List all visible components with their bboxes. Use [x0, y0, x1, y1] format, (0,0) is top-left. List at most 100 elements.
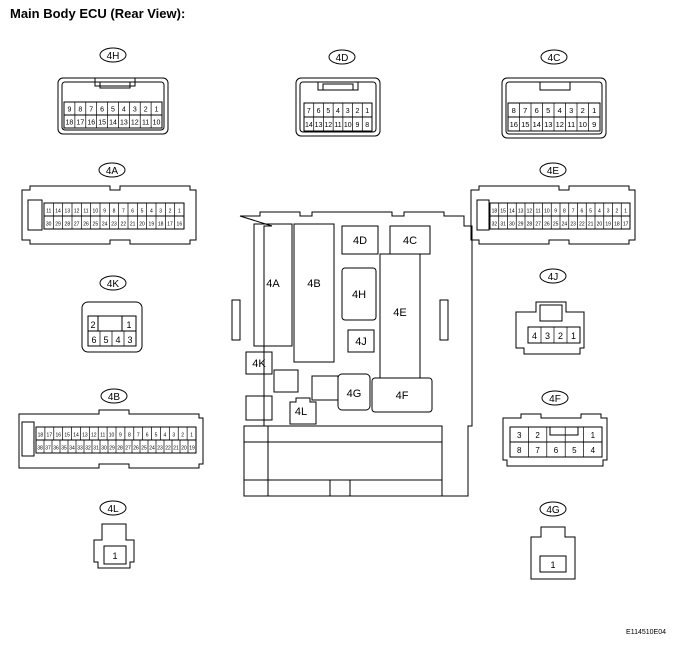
pin-4A-11: 11: [46, 208, 51, 214]
pin-4B-30: 30: [101, 445, 107, 451]
connector-housing-4D: [295, 77, 381, 137]
pin-4H-7: 7: [89, 106, 93, 113]
connector-housing-4E: [470, 185, 636, 245]
label-bubble-4D: [328, 49, 356, 65]
pin-4K-1: 1: [126, 320, 131, 330]
pin-4B-29: 29: [109, 445, 115, 451]
pin-4C-1: 1: [592, 106, 596, 115]
connector-housing-4G: [530, 526, 576, 580]
pin-4D-4: 4: [336, 108, 340, 115]
label-bubble-4B: [100, 388, 128, 404]
pin-4B-31: 31: [93, 445, 99, 451]
pin-4A-7: 7: [122, 208, 125, 214]
pin-4B-5: 5: [155, 432, 158, 438]
pin-4E-5: 5: [589, 208, 592, 214]
pin-4A-18: 18: [158, 221, 164, 227]
pin-4K-2: 2: [90, 320, 95, 330]
pin-4C-11: 11: [567, 120, 575, 129]
pin-4E-4: 4: [598, 208, 601, 214]
pin-4B-21: 21: [173, 445, 179, 451]
pin-4E-1: 1: [624, 208, 627, 214]
pin-4B-28: 28: [117, 445, 123, 451]
ecu-block-label-4G: 4G: [347, 388, 362, 400]
pin-4F-4: 4: [591, 446, 596, 455]
pin-4K-4: 4: [115, 335, 120, 345]
pin-4C-3: 3: [569, 106, 573, 115]
document-id: E114510E04: [626, 629, 666, 636]
connector-housing-4H: [57, 77, 169, 135]
pin-4H-4: 4: [122, 106, 126, 113]
connector-4D: [295, 49, 381, 137]
ecu-block-4J: [347, 329, 375, 353]
pin-4A-12: 12: [74, 208, 80, 214]
pin-4E-18: 18: [492, 208, 498, 214]
connector-4F: [502, 390, 608, 467]
pin-4A-27: 27: [74, 221, 80, 227]
pin-4B-3: 3: [172, 432, 175, 438]
pin-4H-18: 18: [66, 119, 74, 126]
pin-4A-1: 1: [178, 208, 181, 214]
pin-4E-7: 7: [572, 208, 575, 214]
pin-4H-9: 9: [67, 106, 71, 113]
ecu-block-label-4H: 4H: [352, 289, 366, 301]
label-bubble-4A: [98, 162, 126, 178]
connector-label-4H: 4H: [107, 51, 120, 62]
pin-4E-9: 9: [554, 208, 557, 214]
connector-label-4L: 4L: [107, 504, 119, 515]
pin-4B-12: 12: [91, 432, 97, 438]
ecu-block-label-4E: 4E: [393, 307, 406, 319]
pin-4E-10: 10: [544, 208, 550, 214]
pin-4A-14: 14: [55, 208, 61, 214]
ecu-block-4B: [293, 223, 335, 363]
pin-4E-24: 24: [562, 221, 568, 227]
ecu-body: [231, 211, 473, 497]
pin-4B-34: 34: [69, 445, 75, 451]
pin-4D-5: 5: [326, 108, 330, 115]
ecu-block-label-4L: 4L: [295, 406, 307, 418]
pin-4B-33: 33: [77, 445, 83, 451]
pin-4F-8: 8: [517, 446, 522, 455]
connector-4J: [515, 268, 585, 355]
pin-4E-13: 13: [518, 208, 524, 214]
ecu-block-label-4J: 4J: [355, 336, 367, 348]
connector-label-4F: 4F: [549, 394, 561, 405]
connector-label-4B: 4B: [108, 392, 121, 403]
pin-4H-13: 13: [120, 119, 128, 126]
connector-4L: [93, 500, 135, 569]
pin-4D-2: 2: [355, 108, 359, 115]
label-bubble-4K: [99, 275, 127, 291]
pin-4B-1: 1: [190, 432, 193, 438]
pin-4H-5: 5: [111, 106, 115, 113]
pin-4K-6: 6: [91, 335, 96, 345]
pin-4B-36: 36: [53, 445, 59, 451]
pin-4A-25: 25: [93, 221, 99, 227]
pin-4B-35: 35: [61, 445, 67, 451]
pin-4A-2: 2: [169, 208, 172, 214]
connector-label-4E: 4E: [547, 166, 560, 177]
pin-4F-1: 1: [591, 431, 596, 440]
ecu-block-4G: [337, 373, 371, 411]
pin-4H-15: 15: [98, 119, 106, 126]
pin-4B-24: 24: [149, 445, 155, 451]
pin-4B-18: 18: [38, 432, 44, 438]
pin-4C-14: 14: [533, 120, 541, 129]
connector-label-4D: 4D: [336, 53, 349, 64]
pin-4E-18: 18: [614, 221, 620, 227]
pin-4E-20: 20: [597, 221, 603, 227]
pin-4H-16: 16: [87, 119, 95, 126]
connector-label-4K: 4K: [107, 279, 120, 290]
pin-4K-5: 5: [103, 335, 108, 345]
pin-4D-14: 14: [305, 122, 313, 129]
pin-4E-15: 15: [500, 208, 506, 214]
pin-4D-9: 9: [355, 122, 359, 129]
pin-4E-12: 12: [527, 208, 533, 214]
pin-4C-2: 2: [581, 106, 585, 115]
pin-4D-13: 13: [315, 122, 323, 129]
pin-4H-14: 14: [109, 119, 117, 126]
pin-4A-21: 21: [130, 221, 136, 227]
pin-4H-11: 11: [142, 119, 149, 126]
connector-housing-4L: [93, 523, 135, 569]
pin-4B-17: 17: [47, 432, 53, 438]
pin-4D-10: 10: [344, 122, 352, 129]
